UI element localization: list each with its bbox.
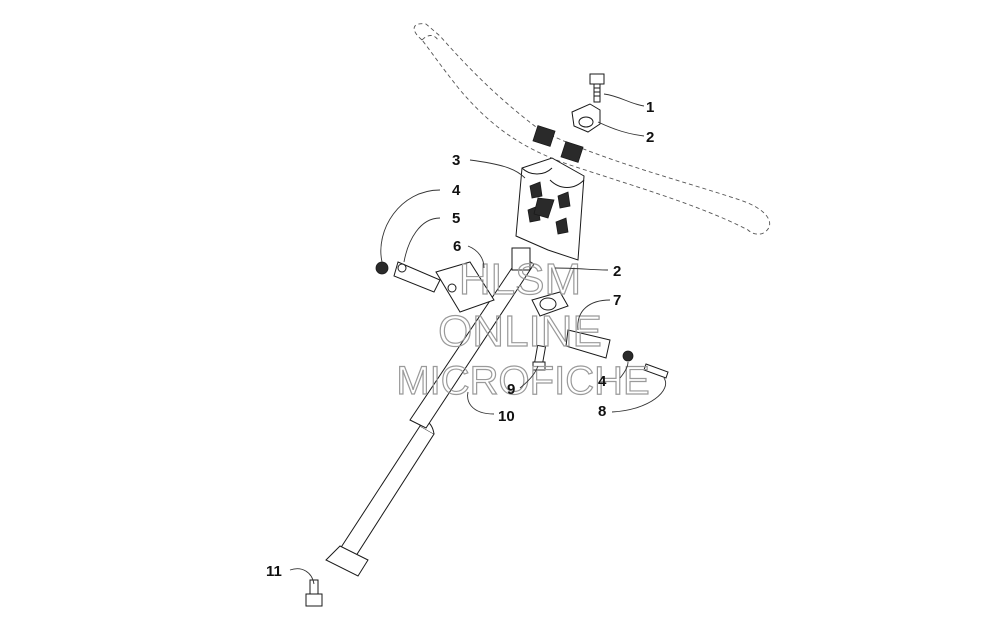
column-stub <box>511 247 531 271</box>
leader-lines <box>289 93 666 585</box>
callouts: 1 2 3 4 5 6 2 7 9 4 8 10 11 <box>266 99 654 580</box>
bolt-part-9 <box>532 344 547 371</box>
callout-6: 6 <box>453 238 461 255</box>
nut-part-4-left <box>375 261 389 275</box>
bracket-part-6 <box>435 261 495 313</box>
callout-4-left: 4 <box>452 182 461 199</box>
callout-2-lower: 2 <box>613 263 621 280</box>
bolt-part-1 <box>589 73 605 103</box>
link-arm-part-5 <box>393 261 441 293</box>
callout-9: 9 <box>507 381 515 398</box>
callout-10: 10 <box>498 408 515 425</box>
riser-plate-part-3 <box>515 157 585 261</box>
callout-1: 1 <box>646 99 654 116</box>
watermark-line-3: MICROFICHE <box>396 359 649 403</box>
clamp-part-2-lower <box>531 291 569 317</box>
clamp-arm-part-7 <box>565 329 611 359</box>
handlebar-phantom <box>413 23 770 235</box>
steering-column <box>305 255 535 607</box>
watermark-line-2: ONLINE <box>438 307 602 356</box>
callout-8: 8 <box>598 403 606 420</box>
watermark: HLSM ONLINE MICROFICHE <box>396 254 651 403</box>
callout-11: 11 <box>266 563 282 580</box>
watermark-line-1: HLSM <box>459 255 581 304</box>
callout-4-right: 4 <box>598 373 607 390</box>
callout-5: 5 <box>452 210 460 227</box>
callout-7: 7 <box>613 292 621 309</box>
callout-3: 3 <box>452 152 460 169</box>
clamp-cap-part-2-upper <box>571 103 601 133</box>
callout-2-upper: 2 <box>646 129 654 146</box>
nut-part-4-right <box>622 350 634 362</box>
bolt-part-8 <box>643 363 669 379</box>
